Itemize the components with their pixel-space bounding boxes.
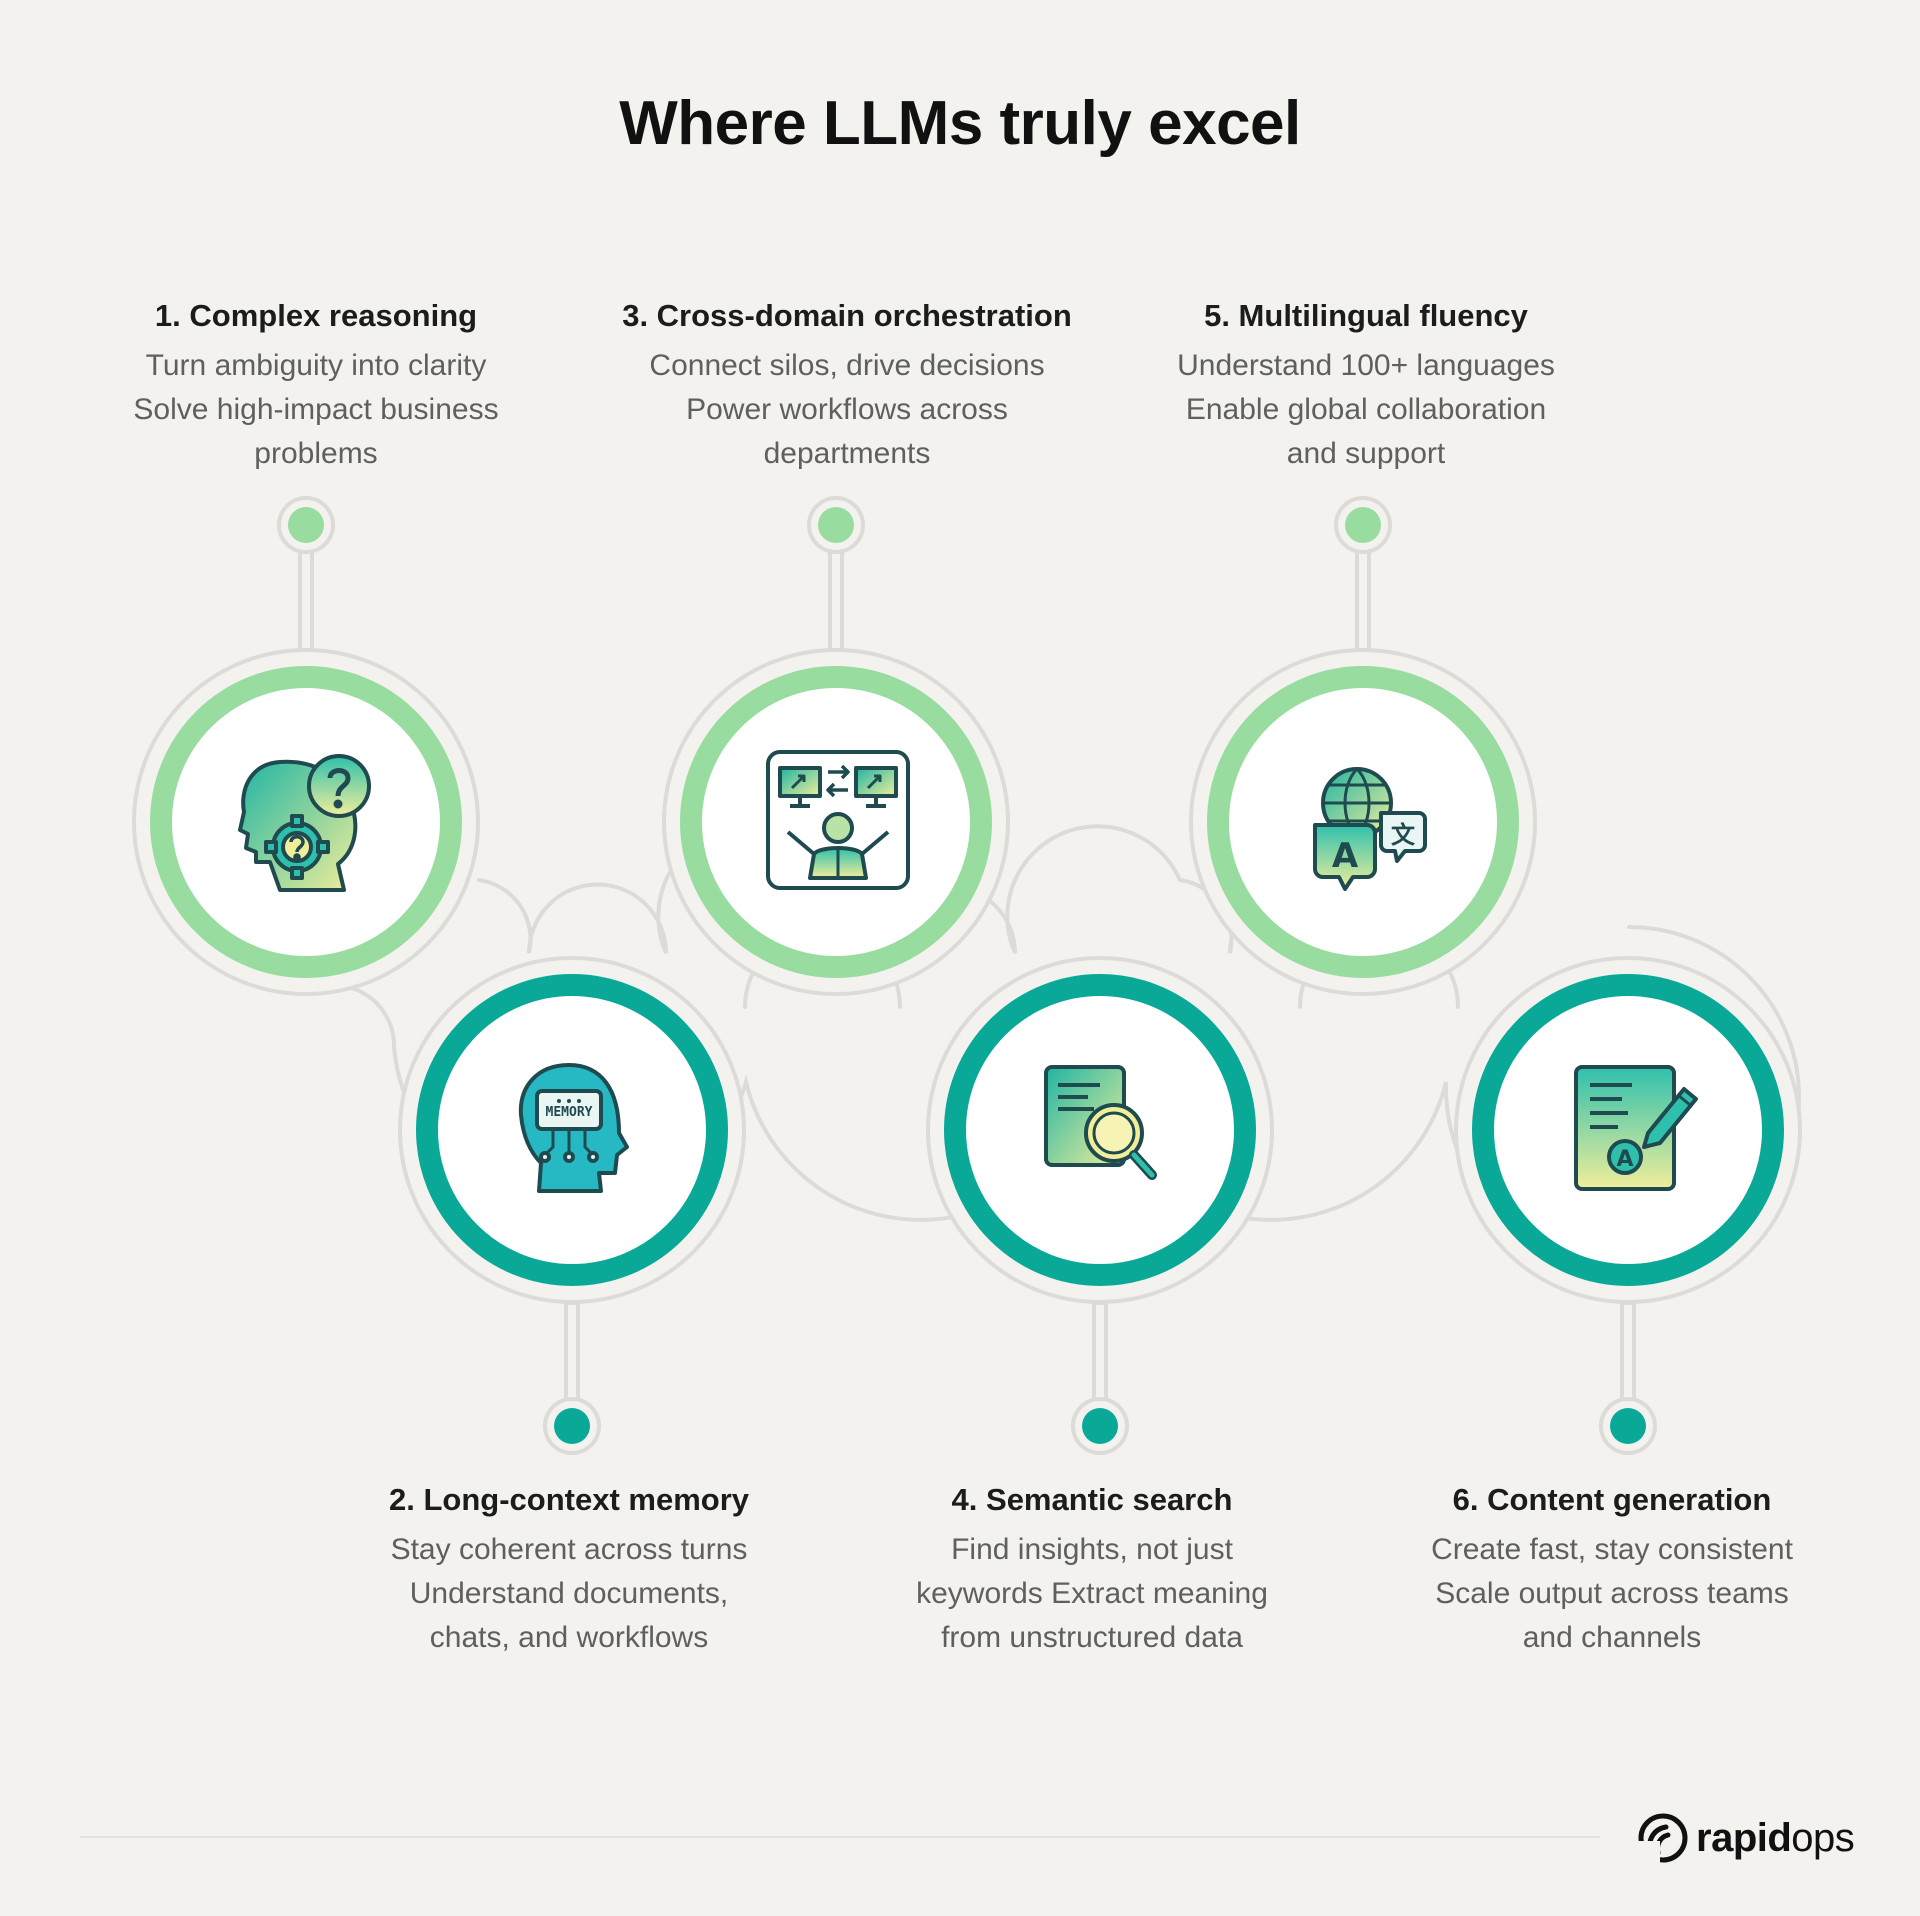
step-3-dot (818, 507, 854, 543)
step-4-text: 4. Semantic search Find insights, not ju… (842, 1482, 1342, 1660)
step-desc-line: departments (763, 437, 931, 470)
step-desc-line: Enable global collaboration (1185, 393, 1547, 426)
step-title: 4. Semantic search (951, 1482, 1233, 1517)
step-6-dot (1610, 1408, 1646, 1444)
step-1-dot (288, 507, 324, 543)
step-desc-line: Understand 100+ languages (1177, 349, 1555, 382)
footer-divider (80, 1836, 1600, 1838)
step-title: 1. Complex reasoning (154, 298, 478, 333)
step-desc-line: and channels (1522, 1621, 1702, 1654)
step-3-text: 3. Cross-domain orchestration Connect si… (597, 298, 1097, 476)
document-pen-icon: A (1574, 1065, 1698, 1191)
globe-translate-icon: 文 A (1313, 767, 1427, 891)
step-6-text: 6. Content generation Create fast, stay … (1362, 1482, 1862, 1660)
step-4-dot (1082, 1408, 1118, 1444)
step-title: 5. Multilingual fluency (1204, 298, 1528, 333)
step-desc-line: problems (254, 437, 378, 470)
step-desc-line: chats, and workflows (429, 1621, 709, 1654)
translate-glyph: 文 (1391, 821, 1416, 849)
step-desc-line: Understand documents, (409, 1577, 729, 1610)
connector-stems (277, 496, 1657, 1455)
memory-label: MEMORY (546, 1105, 593, 1120)
step-1-text: 1. Complex reasoning Turn ambiguity into… (66, 298, 566, 476)
document-search-icon (1044, 1065, 1157, 1180)
step-5-text: 5. Multilingual fluency Understand 100+ … (1116, 298, 1616, 476)
step-desc-line: Scale output across teams (1435, 1577, 1789, 1610)
step-2-dot (554, 1408, 590, 1444)
brand-logo: rapidops (1636, 1808, 1855, 1868)
step-desc-line: Connect silos, drive decisions (649, 349, 1045, 382)
step-desc-line: keywords Extract meaning (916, 1577, 1268, 1610)
step-desc-line: from unstructured data (941, 1621, 1243, 1654)
page-title: Where LLMs truly excel (619, 89, 1301, 158)
letter-a-glyph: A (1616, 1147, 1633, 1172)
brand-name-part1: rapid (1696, 1815, 1792, 1860)
brand-name-part2: ops (1791, 1815, 1855, 1860)
step-desc-line: Solve high-impact business (133, 393, 499, 426)
rapidops-logo-icon (1638, 1813, 1688, 1865)
memory-head-icon: MEMORY (518, 1063, 629, 1193)
step-title: 6. Content generation (1452, 1482, 1772, 1517)
step-desc-line: and support (1286, 437, 1446, 470)
step-title: 2. Long-context memory (389, 1482, 749, 1517)
step-5-dot (1345, 507, 1381, 543)
step-desc-line: Stay coherent across turns (390, 1533, 748, 1566)
reasoning-head-gear-icon (238, 754, 371, 892)
step-desc-line: Find insights, not just (951, 1533, 1233, 1566)
step-title: 3. Cross-domain orchestration (622, 298, 1072, 333)
step-desc-line: Create fast, stay consistent (1431, 1533, 1793, 1566)
brand-name: rapidops (1696, 1815, 1855, 1861)
step-desc-line: Power workflows across (686, 393, 1008, 426)
letter-a-glyph: A (1332, 836, 1359, 876)
orchestration-monitors-icon (766, 750, 910, 890)
step-desc-line: Turn ambiguity into clarity (145, 349, 487, 382)
step-2-text: 2. Long-context memory Stay coherent acr… (319, 1482, 819, 1660)
